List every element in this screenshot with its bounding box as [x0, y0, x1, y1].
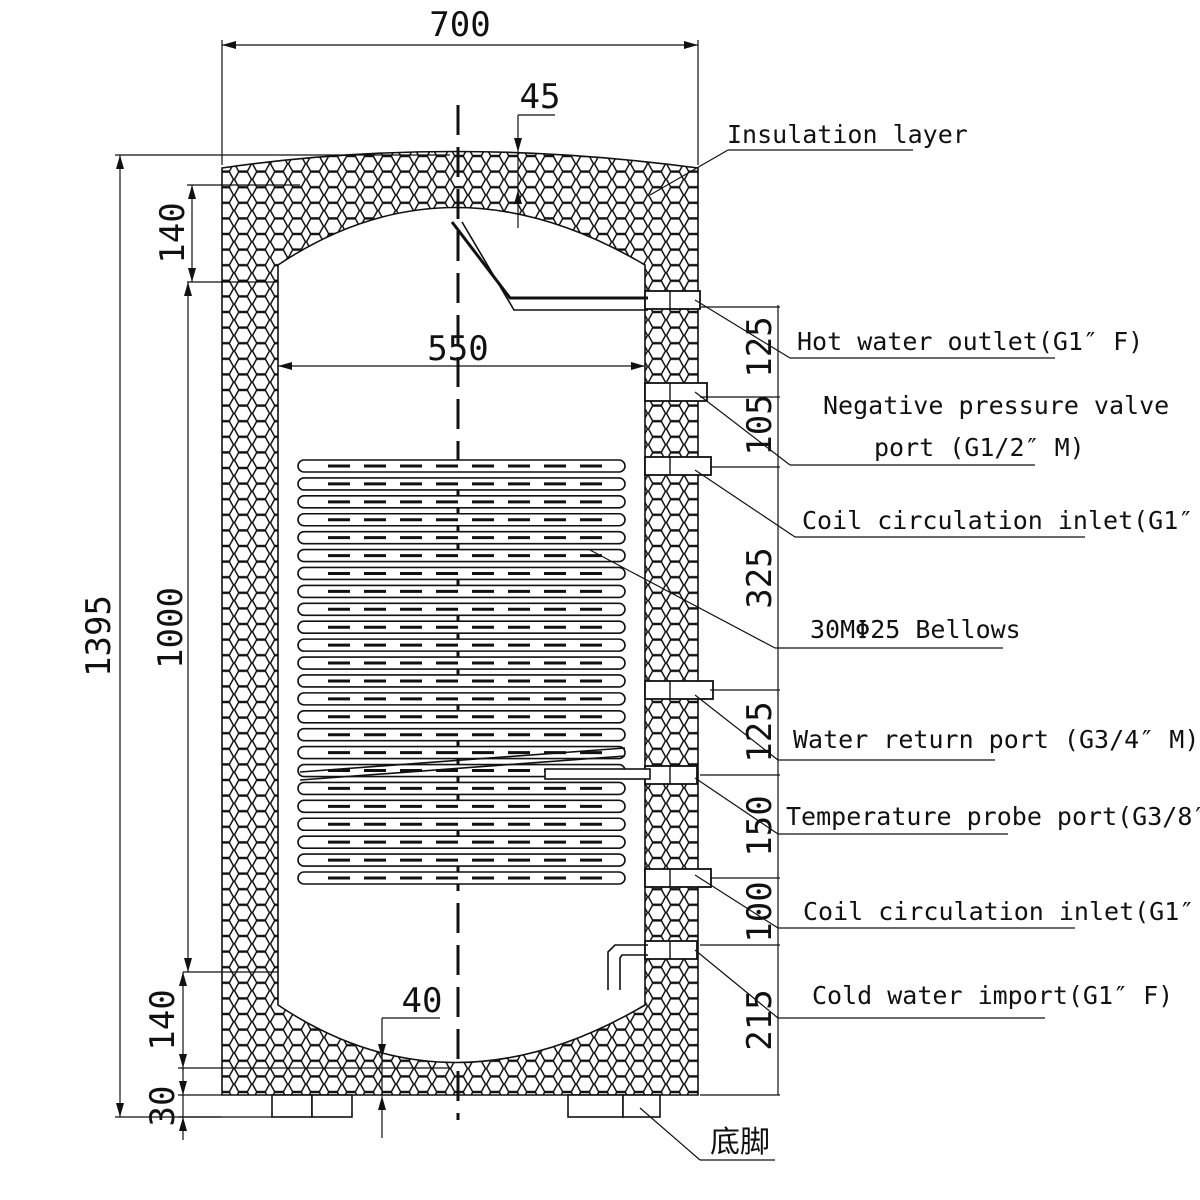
port-fittings — [644, 290, 714, 960]
coil-turn — [297, 459, 626, 473]
dim-top-gap: 45 — [520, 77, 561, 117]
coil-turn — [297, 709, 626, 724]
port-fitting — [644, 680, 714, 700]
dim-right-7: 215 — [740, 989, 780, 1050]
dim-right-4: 125 — [740, 701, 780, 762]
label-bellows: 30MΦ25 Bellows — [810, 615, 1021, 644]
coil-turn — [297, 602, 626, 617]
part-labels: Insulation layer Hot water outlet(G1″ F)… — [710, 120, 1200, 1160]
coil-turn — [297, 584, 626, 599]
dim-total-height: 1395 — [79, 595, 119, 677]
coil-turn — [297, 799, 626, 814]
dim-overall-width: 700 — [429, 5, 490, 45]
temperature-probe-rod — [544, 768, 651, 780]
coil-turn — [297, 495, 626, 509]
port-fitting — [644, 290, 701, 310]
dim-bottom-gap: 40 — [402, 981, 443, 1021]
coil-turn — [297, 871, 626, 885]
coil-turn — [297, 727, 626, 742]
dim-right-6: 100 — [740, 881, 780, 942]
dim-top-head: 140 — [153, 202, 193, 263]
port-fitting — [644, 765, 698, 785]
coil-turn — [297, 566, 626, 581]
coil-return-pipe — [299, 747, 626, 781]
hot-water-pipe — [450, 221, 648, 300]
dim-right-1: 125 — [740, 316, 780, 377]
coil-turn — [297, 781, 626, 796]
label-coil-inlet-top: Coil circulation inlet(G1″ M) — [802, 506, 1200, 535]
coil-turn — [297, 656, 626, 670]
dimension-lines — [115, 40, 780, 1140]
coil-turn — [297, 853, 626, 867]
dim-right-2: 105 — [740, 394, 780, 455]
coil-turn — [297, 692, 626, 706]
label-temp-probe: Temperature probe port(G3/8″ F) — [786, 802, 1200, 831]
port-fitting — [644, 382, 708, 402]
label-water-return: Water return port (G3/4″ M) — [793, 725, 1199, 754]
coil-turn — [297, 530, 626, 545]
hot-water-pipe-inner — [461, 221, 648, 311]
coil-turn — [297, 835, 626, 849]
cold-water-elbow-inner — [619, 954, 648, 990]
label-cold-water: Cold water import(G1″ F) — [812, 981, 1173, 1010]
coil-turn — [297, 477, 626, 491]
dim-foot-height: 30 — [143, 1086, 183, 1127]
port-fitting — [644, 456, 712, 476]
dim-bottom-head: 140 — [143, 989, 183, 1050]
tank-feet — [271, 1094, 661, 1118]
cold-water-elbow — [607, 944, 648, 990]
dimension-texts: 700 45 550 40 1395 140 1000 140 30 125 1… — [79, 5, 780, 1126]
port-fitting — [644, 940, 698, 960]
coil-turn — [297, 620, 626, 635]
coil-turn — [297, 674, 626, 688]
label-negative-pressure-2: port (G1/2″ M) — [874, 433, 1085, 462]
label-coil-inlet-bottom: Coil circulation inlet(G1″ M) — [803, 897, 1200, 926]
dim-inner-width: 550 — [427, 329, 488, 369]
port-fitting — [644, 868, 712, 888]
label-feet: 底脚 — [710, 1125, 770, 1160]
insulation-layer — [221, 150, 699, 1096]
coil-turn — [297, 817, 626, 832]
dim-right-3: 325 — [740, 547, 780, 608]
label-insulation: Insulation layer — [727, 120, 968, 149]
coil-turn — [297, 512, 626, 527]
coil-turn — [297, 548, 626, 563]
label-hot-water-outlet: Hot water outlet(G1″ F) — [797, 327, 1143, 356]
coil-turn — [297, 638, 626, 652]
dim-body-height: 1000 — [151, 587, 191, 669]
label-negative-pressure-1: Negative pressure valve — [823, 391, 1169, 420]
coil-bellows — [297, 459, 626, 885]
leader-lines — [589, 149, 1085, 1161]
dim-right-5: 150 — [740, 795, 780, 856]
